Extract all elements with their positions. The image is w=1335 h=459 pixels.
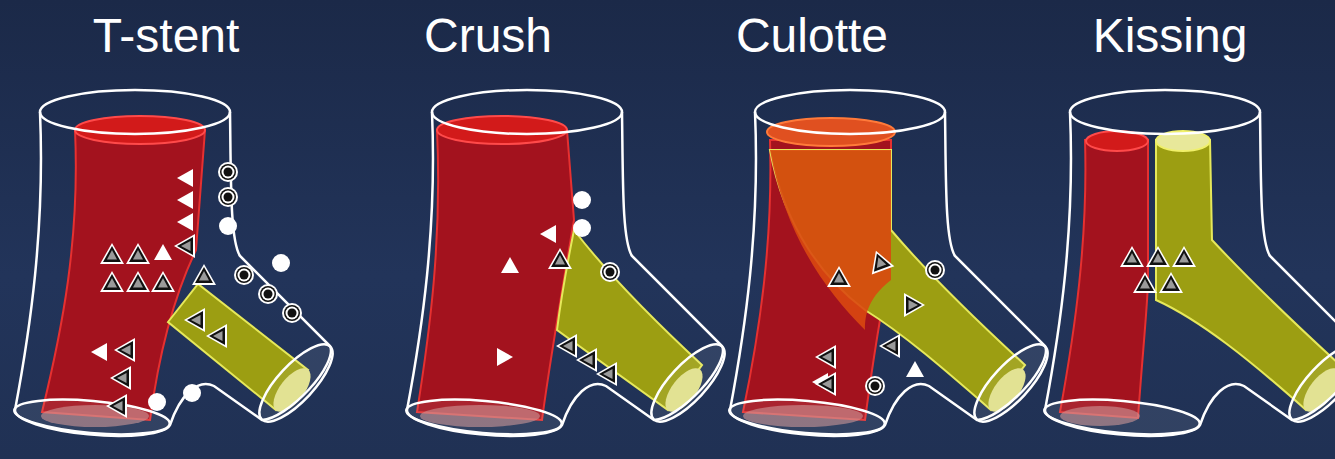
culotte-panel <box>728 90 1058 440</box>
t-stent-panel <box>13 90 343 440</box>
technique-title: Kissing <box>1093 8 1248 64</box>
technique-title: Crush <box>424 8 552 64</box>
crush-panel <box>405 90 735 440</box>
technique-title: T-stent <box>93 8 240 64</box>
kissing-panel <box>1043 90 1335 440</box>
technique-title: Culotte <box>736 8 888 64</box>
